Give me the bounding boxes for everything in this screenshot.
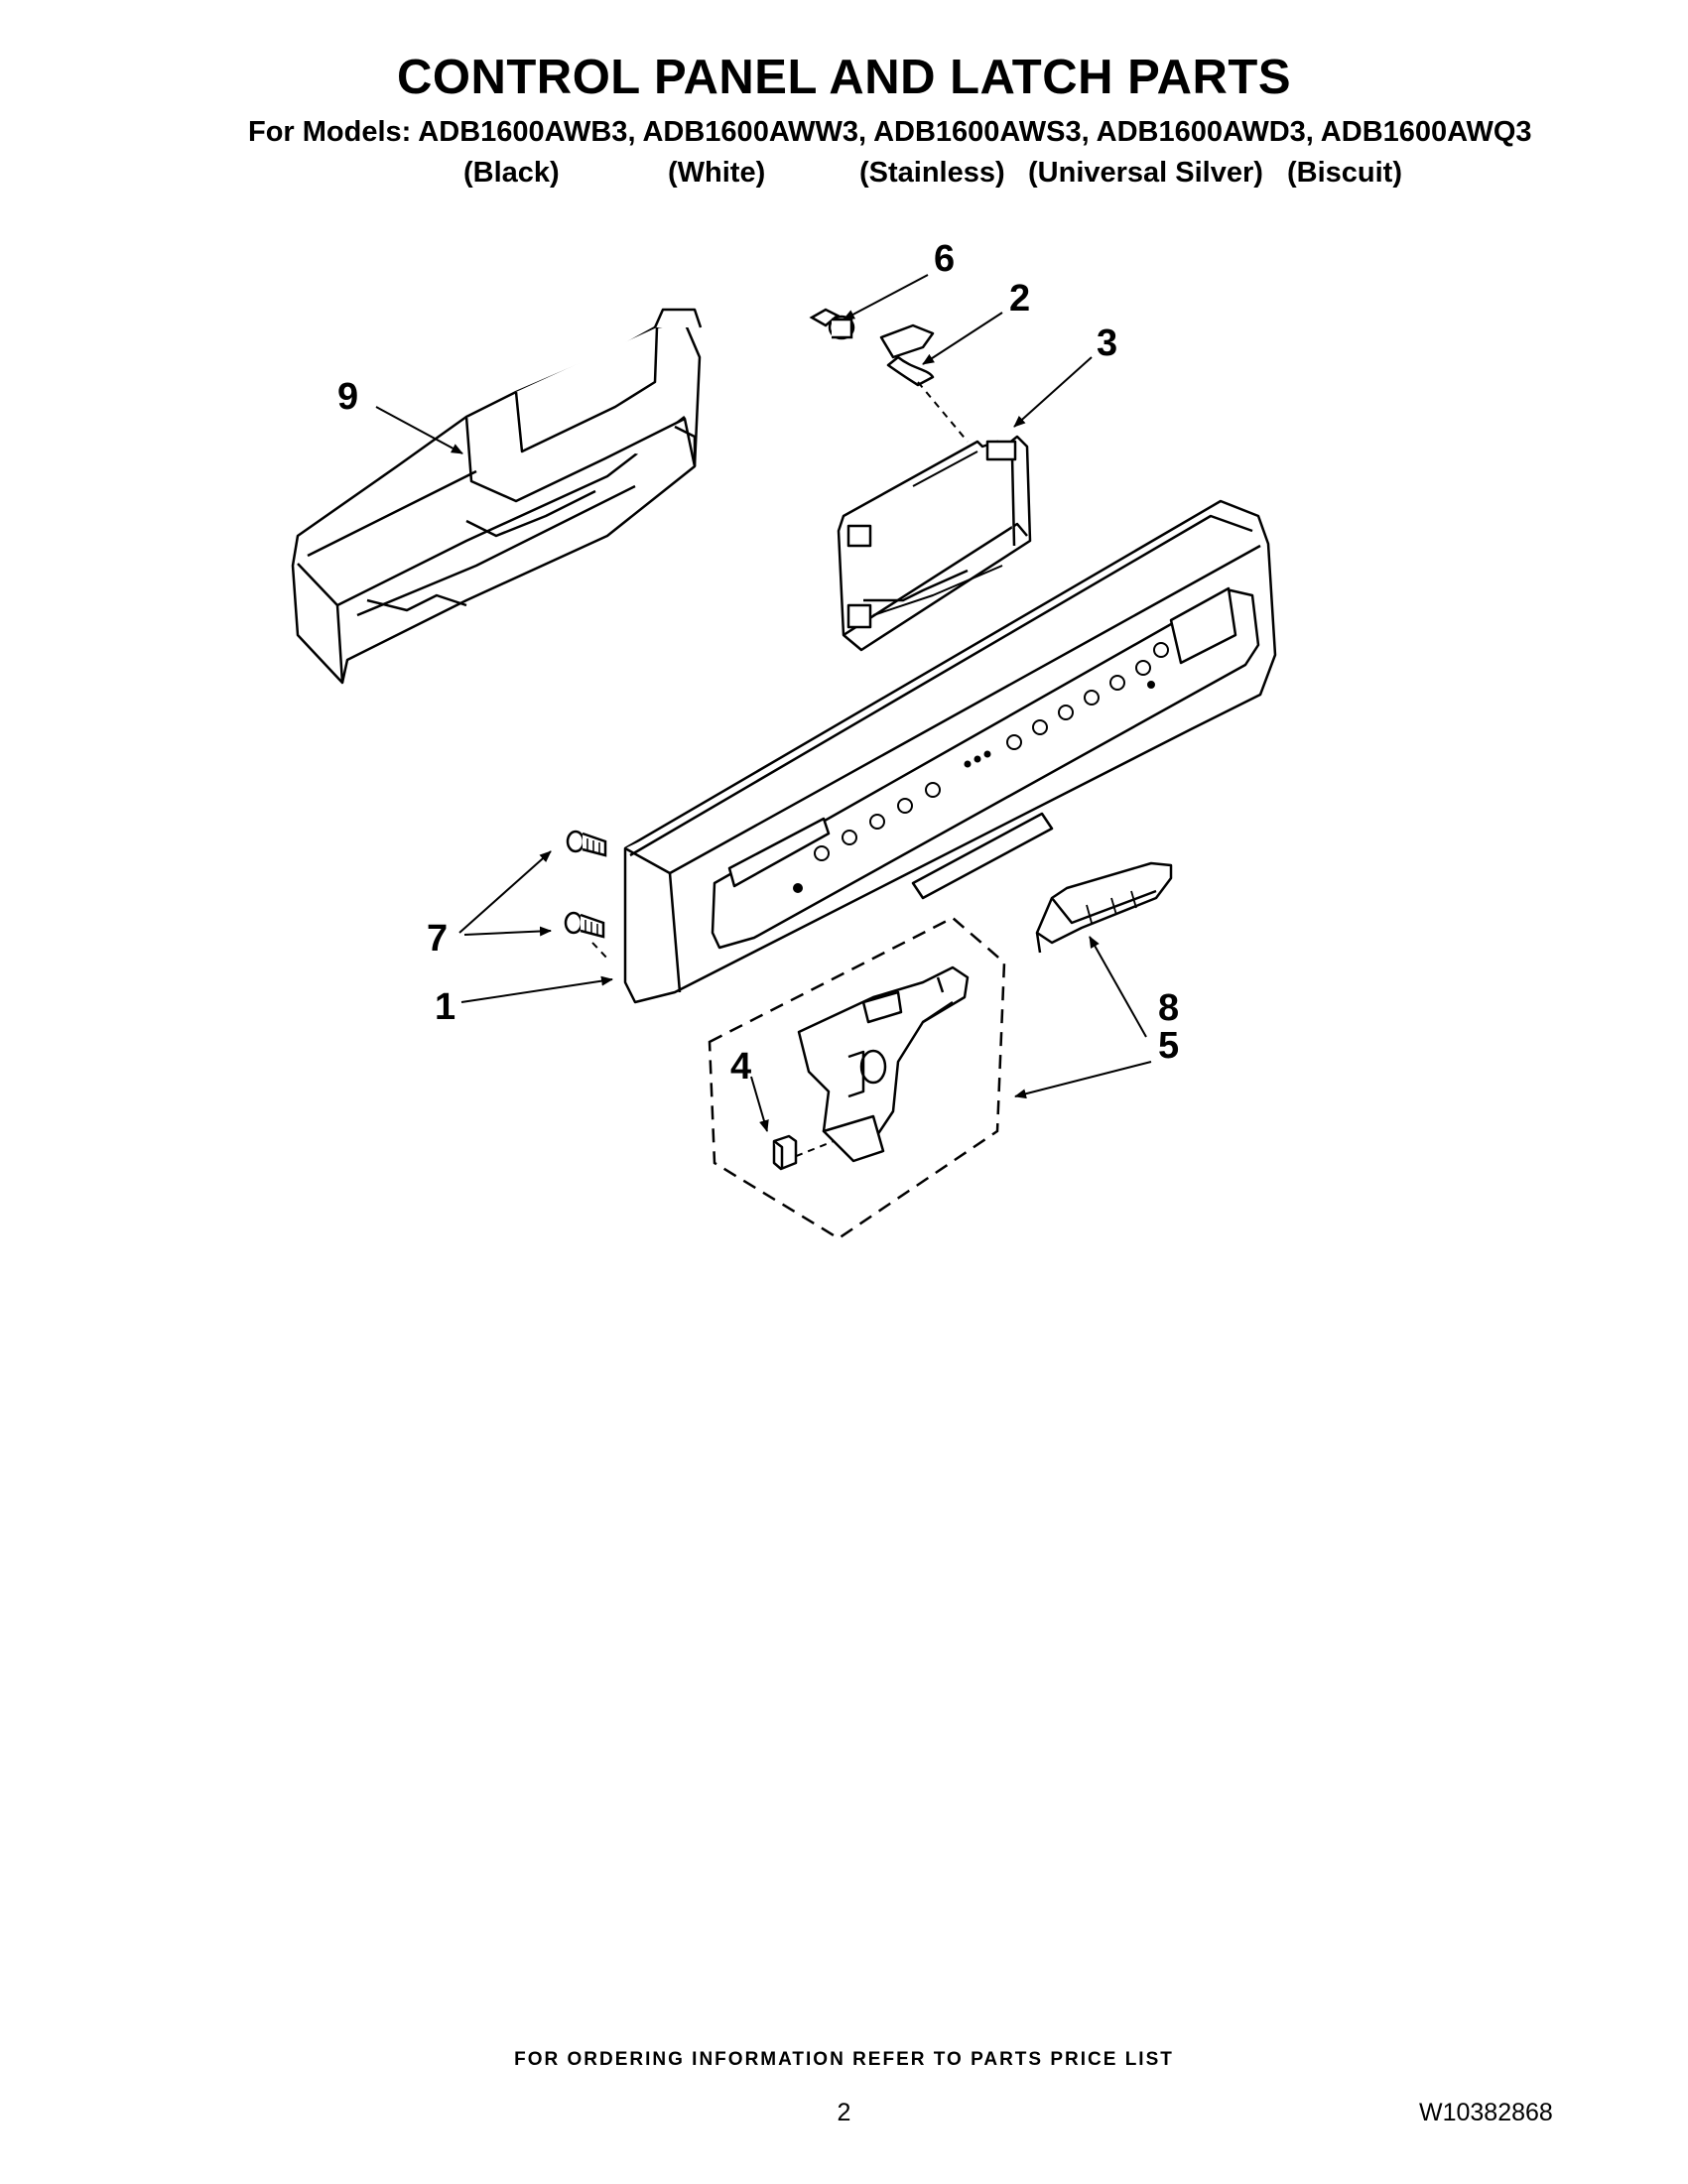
callout-6: 6	[934, 238, 955, 280]
callout-4: 4	[730, 1046, 751, 1088]
callout-7: 7	[427, 918, 448, 960]
callout-3: 3	[1097, 322, 1117, 364]
leader-arrows	[375, 274, 1152, 1132]
part-5-latch-assembly	[708, 916, 1006, 1240]
part-2-clip	[879, 323, 935, 387]
callout-8: 8	[1158, 987, 1179, 1029]
page-title: CONTROL PANEL AND LATCH PARTS	[396, 51, 1292, 104]
part-3-control-board	[837, 435, 1032, 652]
part-8-handle	[1035, 861, 1173, 954]
color-label-white: (White)	[668, 157, 766, 189]
callout-numbers: 1 2 3 4 5 6 7 8 9	[337, 238, 1179, 1088]
color-label-stainless: (Stainless)	[859, 157, 1005, 189]
part-4-switch	[772, 1134, 798, 1171]
models-line: For Models: ADB1600AWB3, ADB1600AWW3, AD…	[248, 116, 1532, 148]
panel-buttons	[793, 642, 1169, 893]
document-number: W10382868	[1419, 2099, 1553, 2126]
part-6-thermal-fuse	[809, 308, 855, 340]
color-label-biscuit: (Biscuit)	[1287, 157, 1402, 189]
part-1-control-panel	[623, 499, 1277, 1004]
callout-9: 9	[337, 376, 358, 418]
part-7-screws	[564, 830, 607, 939]
color-label-universal-silver: (Universal Silver)	[1028, 157, 1263, 189]
footer-note: FOR ORDERING INFORMATION REFER TO PARTS …	[514, 2049, 1174, 2070]
color-label-black: (Black)	[463, 157, 560, 189]
page-number: 2	[837, 2099, 851, 2126]
callout-1: 1	[435, 986, 455, 1028]
part-9-bracket	[291, 308, 703, 685]
callout-2: 2	[1009, 278, 1030, 320]
callout-5: 5	[1158, 1025, 1179, 1067]
